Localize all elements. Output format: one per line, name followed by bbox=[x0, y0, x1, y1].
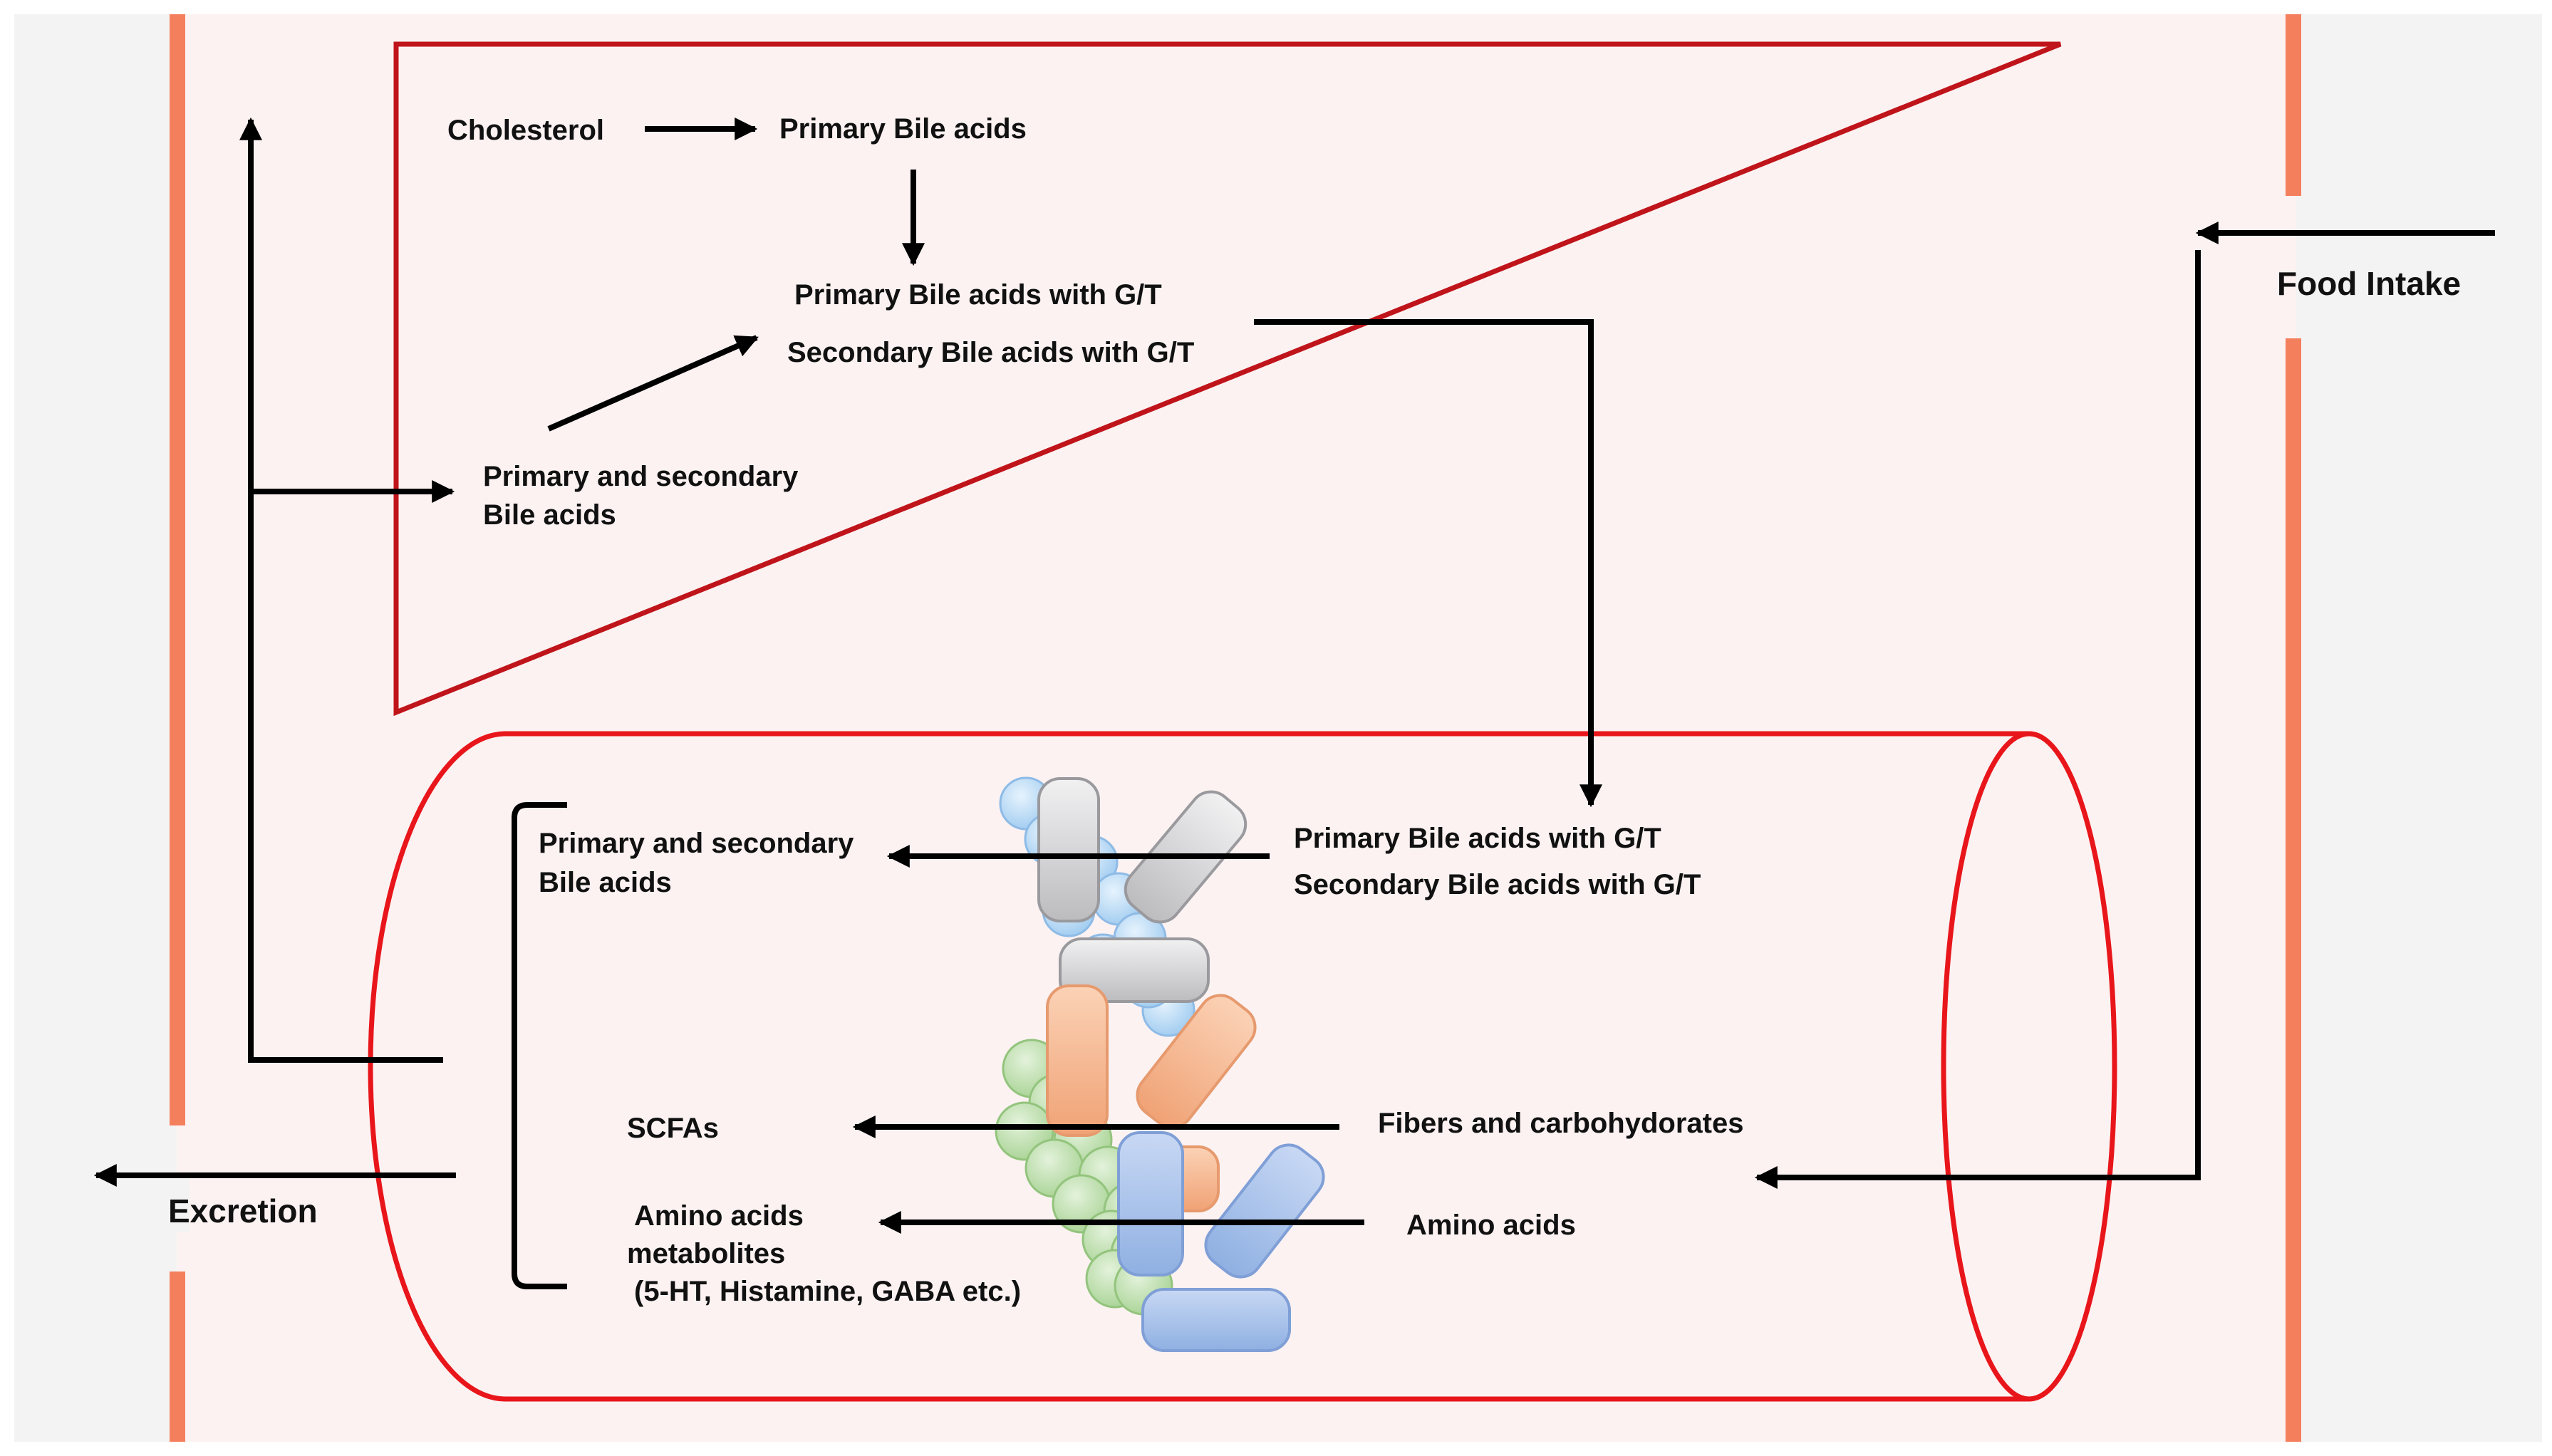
intestine-primary-gt-label: Primary Bile acids with G/T bbox=[1294, 823, 1661, 854]
rod-bacteria-blue bbox=[1117, 1131, 1325, 1352]
liver-secondary-gt-label: Secondary Bile acids with G/T bbox=[787, 337, 1194, 368]
food-to-intestine-arrow bbox=[1754, 250, 2201, 1189]
scfas-label: SCFAs bbox=[627, 1113, 719, 1144]
gut-bacteria-cluster-icon bbox=[995, 776, 1325, 1352]
intestine-cylinder bbox=[368, 731, 2117, 1402]
body-wall-left bbox=[170, 14, 185, 1442]
liver-outline bbox=[393, 41, 2062, 717]
primary-bile-acids-label: Primary Bile acids bbox=[779, 113, 1027, 145]
reabsorption-arrow bbox=[239, 117, 443, 1063]
excretion-label-gap bbox=[165, 1175, 190, 1232]
intestine-output-bracket bbox=[512, 802, 567, 1289]
cholesterol-label: Cholesterol bbox=[447, 115, 604, 146]
intestine-primary-secondary-label-2: Bile acids bbox=[539, 867, 672, 898]
liver-primary-secondary-label-1: Primary and secondary bbox=[483, 461, 799, 492]
metabolites-label-1: Amino acids bbox=[634, 1200, 804, 1232]
liver-primary-gt-label: Primary Bile acids with G/T bbox=[794, 279, 1162, 311]
liver-to-intestine-arrow bbox=[1254, 319, 1602, 808]
excretion-label: Excretion bbox=[168, 1192, 318, 1229]
arrows bbox=[93, 117, 2495, 1289]
amino-acids-label: Amino acids bbox=[1406, 1210, 1576, 1241]
metabolites-label-2: metabolites bbox=[627, 1238, 785, 1269]
metabolites-label-3: (5-HT, Histamine, GABA etc.) bbox=[634, 1276, 1021, 1307]
liver-primary-secondary-label-2: Bile acids bbox=[483, 499, 616, 531]
intestine-primary-secondary-label-1: Primary and secondary bbox=[539, 828, 854, 859]
reabsorbed-to-conjugated-arrow bbox=[547, 335, 759, 432]
body-wall-right bbox=[2286, 14, 2301, 1442]
food-intake-label: Food Intake bbox=[2277, 265, 2461, 302]
fibers-label: Fibers and carbohydorates bbox=[1378, 1108, 1743, 1139]
intestine-secondary-gt-label: Secondary Bile acids with G/T bbox=[1294, 869, 1701, 900]
